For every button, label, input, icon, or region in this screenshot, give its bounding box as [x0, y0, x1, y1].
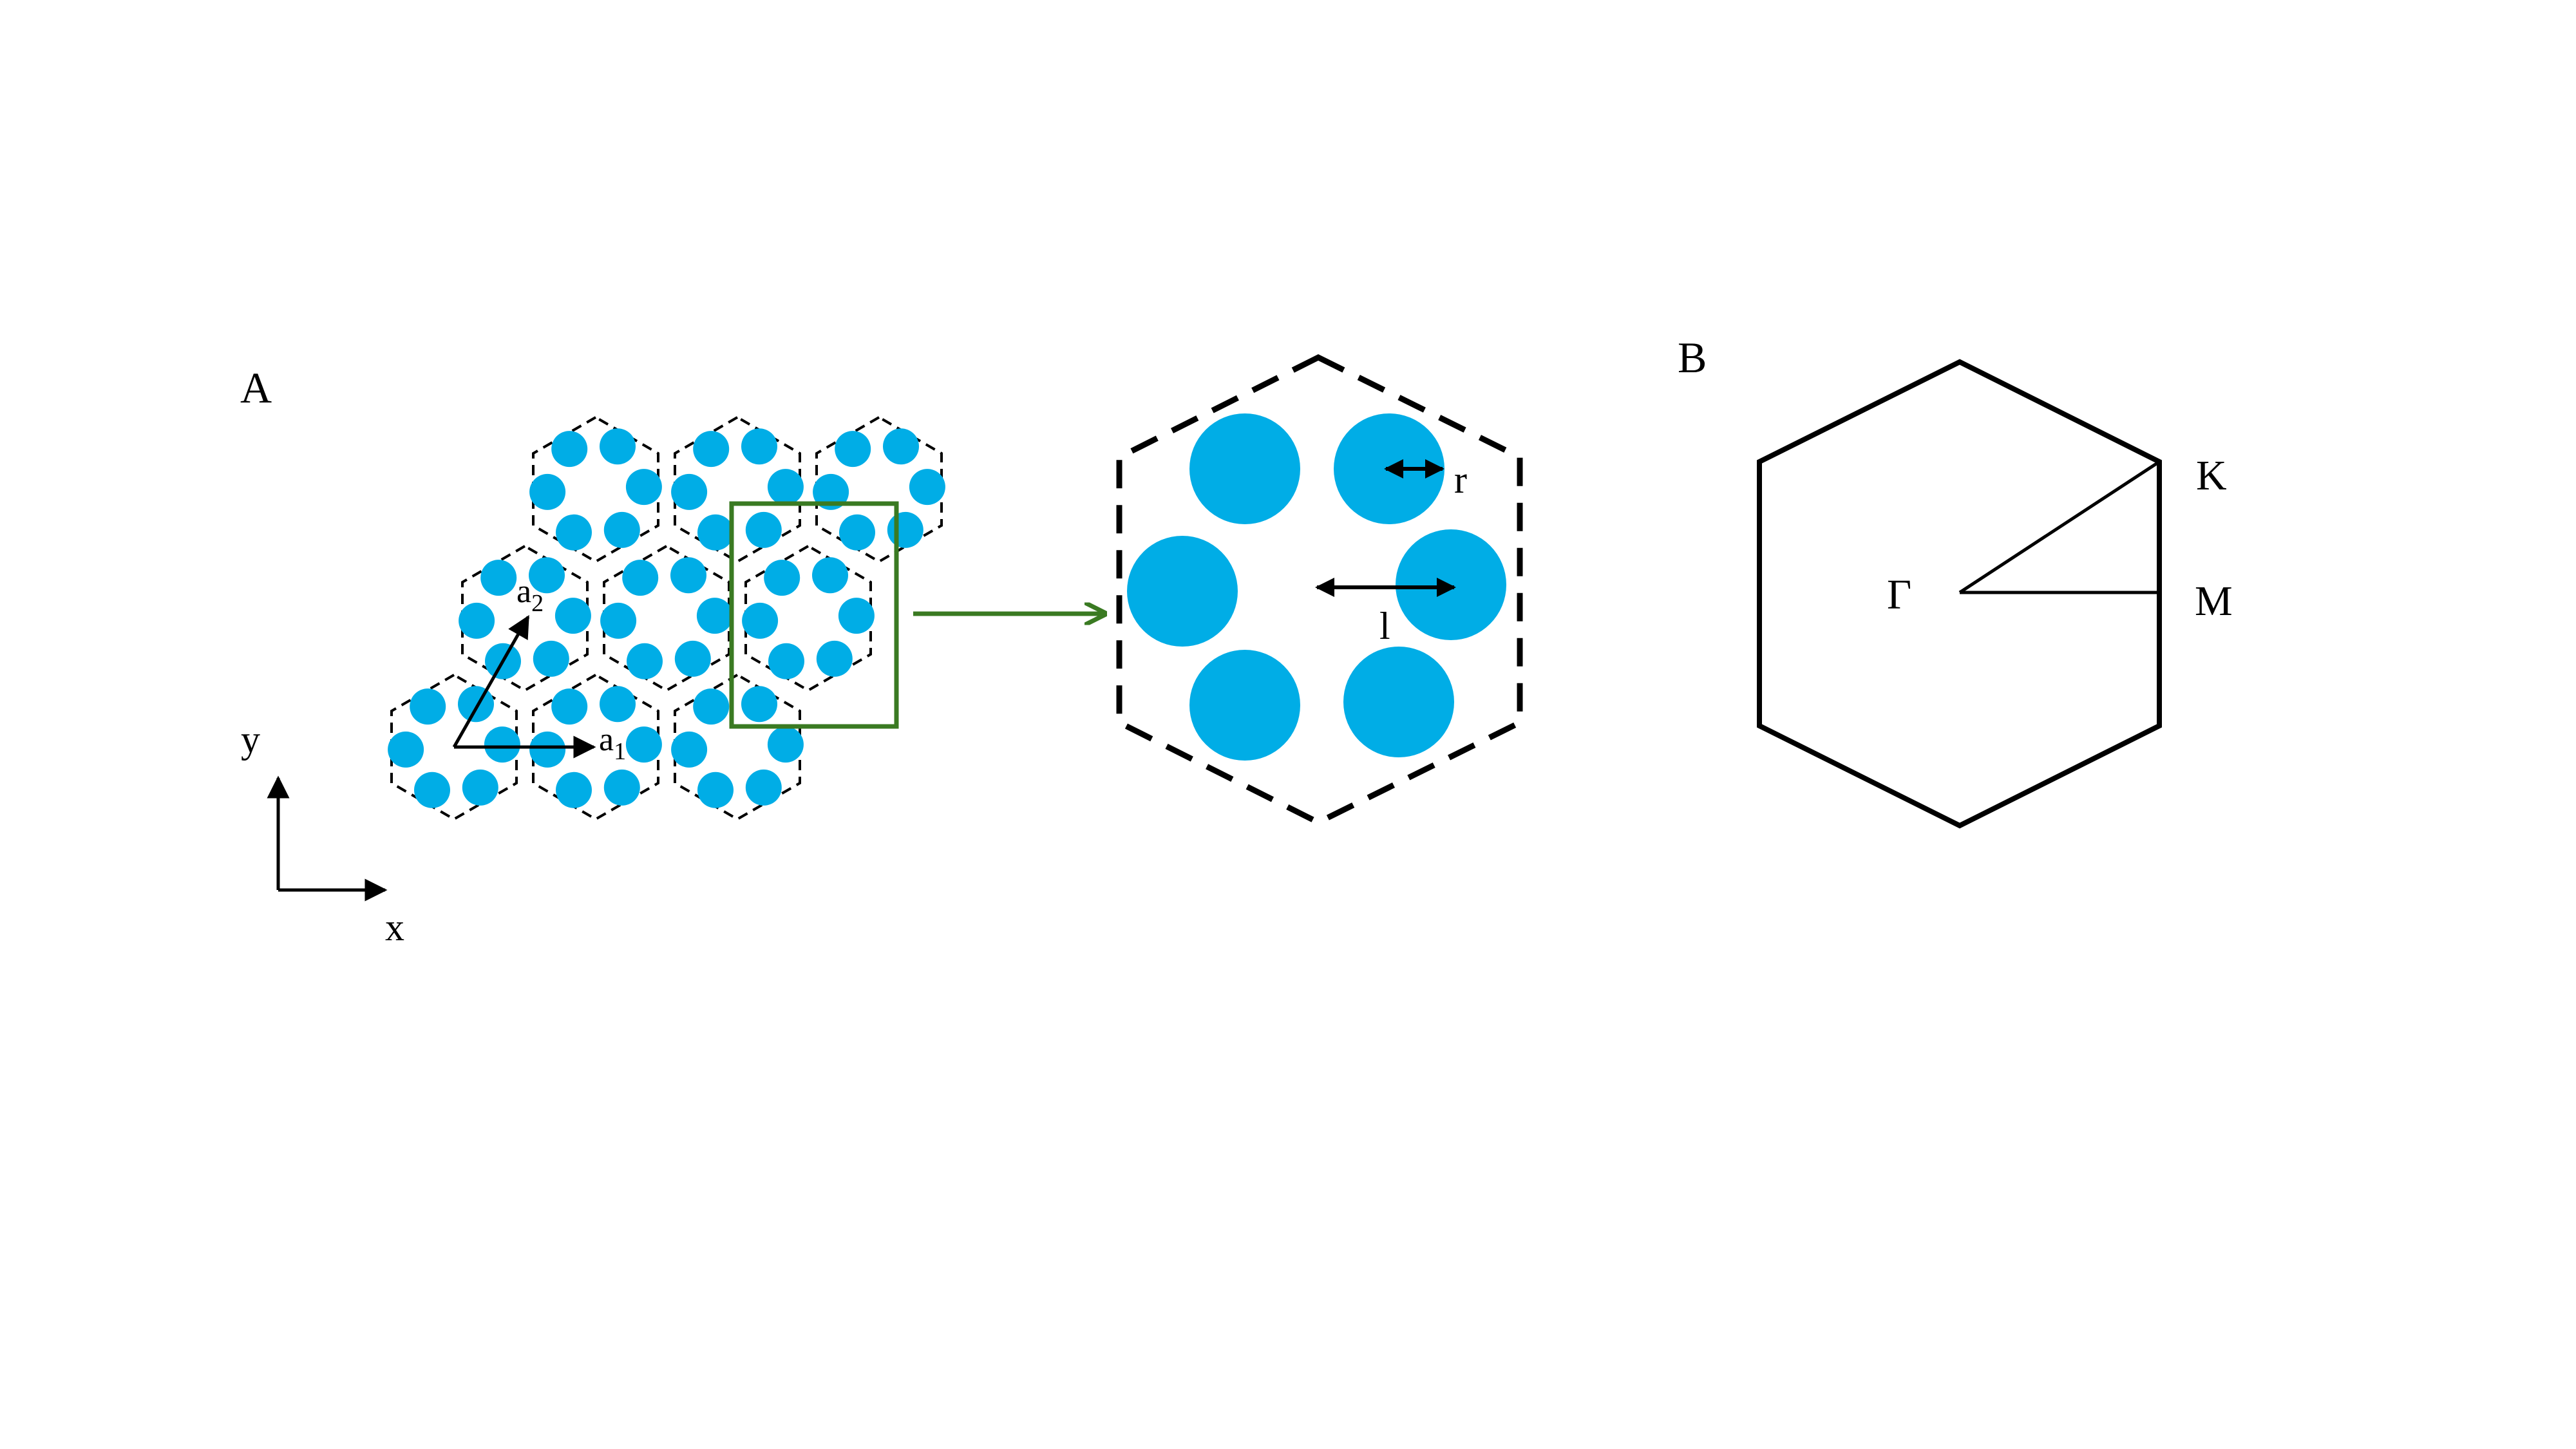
dielectric-rod	[671, 473, 708, 510]
dielectric-rod	[813, 473, 849, 510]
magnified-rod	[1189, 413, 1300, 524]
dielectric-rod	[458, 686, 494, 723]
dielectric-rod	[909, 469, 945, 506]
dielectric-rod	[529, 473, 566, 510]
unit-cell-boundary	[744, 544, 872, 692]
dielectric-rod	[812, 557, 848, 594]
dielectric-rod	[600, 686, 636, 723]
dielectric-rod	[556, 514, 592, 551]
dielectric-rod	[529, 557, 565, 594]
dielectric-rod	[603, 769, 640, 806]
dielectric-rod	[693, 688, 730, 725]
a1-base: a	[599, 721, 614, 758]
unit-cell-boundary	[532, 415, 659, 564]
dielectric-rod	[480, 560, 517, 596]
dielectric-rod	[697, 772, 734, 808]
dielectric-rod	[883, 428, 919, 465]
magnified-rod	[1127, 536, 1238, 647]
dielectric-rod	[741, 686, 777, 723]
dielectric-rod	[414, 772, 450, 808]
panel-a: A a1 a2 y x r l	[240, 354, 1523, 949]
unit-cell-boundary	[674, 673, 801, 821]
dielectric-rod	[768, 643, 804, 679]
unit-cell	[671, 673, 804, 821]
dielectric-rod	[697, 514, 734, 551]
dielectric-rod	[551, 431, 588, 468]
magnified-rod	[1343, 647, 1454, 757]
dielectric-rod	[767, 469, 804, 506]
dielectric-rod	[835, 431, 871, 468]
a2-subscript: 2	[531, 590, 544, 617]
dielectric-rod	[745, 769, 782, 806]
dielectric-rod	[887, 511, 923, 548]
m-point-label: M	[2195, 578, 2233, 625]
panel-b: B Γ K M	[1678, 333, 2233, 829]
dielectric-rod	[745, 511, 782, 548]
y-axis-label: y	[241, 718, 260, 761]
selected-cell-highlight-box	[729, 501, 899, 729]
unit-cell	[600, 544, 733, 692]
magnified-rod	[1189, 650, 1300, 761]
dielectric-rod	[742, 602, 779, 639]
a1-subscript: 1	[614, 738, 626, 765]
dielectric-rod	[693, 431, 730, 468]
dielectric-rod	[625, 726, 662, 763]
a2-base: a	[516, 573, 531, 610]
unit-cell-boundary	[461, 544, 589, 692]
lattice-vector-a2-label: a2	[516, 573, 544, 617]
unit-cell	[388, 673, 520, 821]
unit-cell	[742, 544, 875, 692]
panel-a-label: A	[240, 363, 272, 412]
dielectric-rod	[410, 688, 446, 725]
dielectric-rod	[459, 602, 495, 639]
hexagonal-lattice	[388, 415, 945, 821]
dielectric-rod	[622, 560, 659, 596]
rod-distance-label: l	[1379, 605, 1390, 647]
lattice-vector-a1-label: a1	[599, 721, 626, 765]
dielectric-rod	[670, 557, 706, 594]
panel-b-label: B	[1678, 333, 1707, 382]
unit-cell	[813, 415, 945, 564]
unit-cell	[529, 673, 662, 821]
dielectric-rod	[741, 428, 777, 465]
dielectric-rod	[600, 428, 636, 465]
unit-cell-boundary	[603, 544, 730, 692]
dielectric-rod	[462, 769, 498, 806]
dielectric-rod	[625, 469, 662, 506]
dielectric-rod	[627, 643, 663, 679]
unit-cell	[671, 415, 804, 564]
gamma-point-label: Γ	[1887, 571, 1911, 618]
dielectric-rod	[764, 560, 800, 596]
dielectric-rod	[839, 514, 875, 551]
dielectric-rod	[603, 511, 640, 548]
dielectric-rod	[529, 731, 566, 768]
dielectric-rod	[674, 640, 711, 677]
dielectric-rod	[533, 640, 569, 677]
unit-cell-boundary	[532, 673, 659, 821]
dielectric-rod	[600, 602, 637, 639]
magnified-rod	[1396, 529, 1506, 640]
unit-cell-boundary	[815, 415, 943, 564]
unit-cell	[529, 415, 662, 564]
radius-label: r	[1454, 459, 1467, 501]
k-point-label: K	[2196, 452, 2227, 499]
dielectric-rod	[554, 598, 591, 634]
unit-cell-boundary	[674, 415, 801, 564]
dielectric-rod	[551, 688, 588, 725]
x-axis-label: x	[385, 906, 404, 949]
dielectric-rod	[696, 598, 733, 634]
lattice-vector-a2-arrow	[452, 614, 530, 748]
dielectric-rod	[816, 640, 853, 677]
unit-cell	[459, 544, 591, 692]
unit-cell-boundary	[390, 673, 518, 821]
dielectric-rod	[767, 726, 804, 763]
gamma-k-path	[1958, 460, 2161, 594]
dielectric-rod	[388, 731, 424, 768]
dielectric-rod	[556, 772, 592, 808]
dielectric-rod	[484, 726, 520, 763]
dielectric-rod	[671, 731, 708, 768]
dielectric-rod	[838, 598, 875, 634]
